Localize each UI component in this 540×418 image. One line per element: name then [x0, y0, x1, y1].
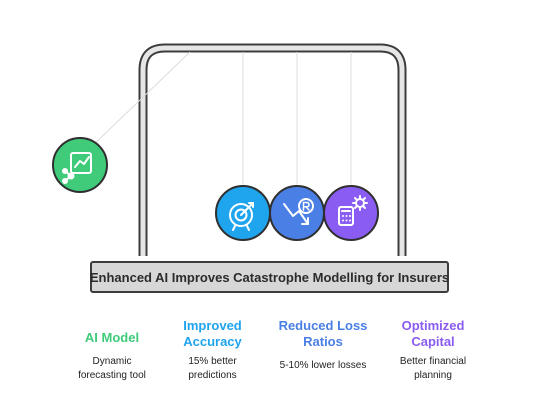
ball-improved-accuracy — [215, 185, 271, 241]
ball-optimized-capital-circle — [323, 185, 379, 241]
ball-reduced-loss-ratios — [269, 185, 325, 241]
cradle-frame-inner — [140, 45, 405, 256]
strings — [87, 51, 352, 190]
item-title-optimized-capital: Optimized Capital — [401, 318, 465, 349]
chart-share-icon — [62, 152, 92, 184]
item-title-ai-model: AI Model — [84, 330, 140, 345]
calculator-gear-icon — [338, 195, 368, 226]
ball-optimized-capital — [323, 185, 379, 241]
target-icon — [229, 202, 254, 231]
diagram-banner: Enhanced AI Improves Catastrophe Modelli… — [90, 261, 449, 293]
item-caption-improved-accuracy: 15% better predictions — [188, 356, 237, 381]
item-caption-reduced-loss-ratios: 5-10% lower losses — [279, 360, 367, 371]
rupee-down-icon — [283, 198, 314, 225]
string-1 — [87, 51, 191, 151]
item-title-reduced-loss-ratios: Reduced Loss Ratios — [278, 318, 368, 349]
item-caption-optimized-capital: Better financial planning — [399, 356, 467, 381]
item-title-improved-accuracy: Improved Accuracy — [183, 318, 242, 349]
item-caption-ai-model: Dynamic forecasting tool — [78, 356, 146, 381]
ball-ai-model — [52, 137, 108, 193]
ball-ai-model-circle — [52, 137, 108, 193]
